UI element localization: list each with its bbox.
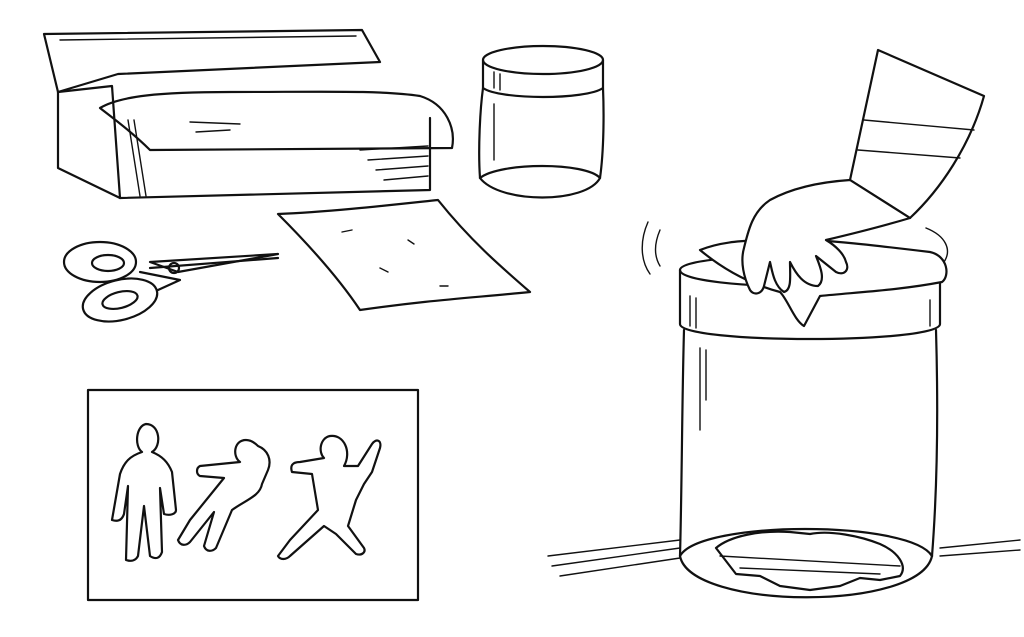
jar-figures bbox=[714, 530, 904, 592]
figure-jumping bbox=[276, 434, 382, 561]
tissue-sheet bbox=[276, 198, 532, 312]
hand bbox=[641, 48, 986, 295]
small-jar bbox=[478, 44, 605, 199]
scissors bbox=[62, 240, 280, 323]
foil-box bbox=[42, 28, 454, 200]
figure-standing bbox=[110, 422, 178, 562]
figure-reaching bbox=[176, 438, 271, 552]
paper-figures-card bbox=[86, 388, 420, 602]
